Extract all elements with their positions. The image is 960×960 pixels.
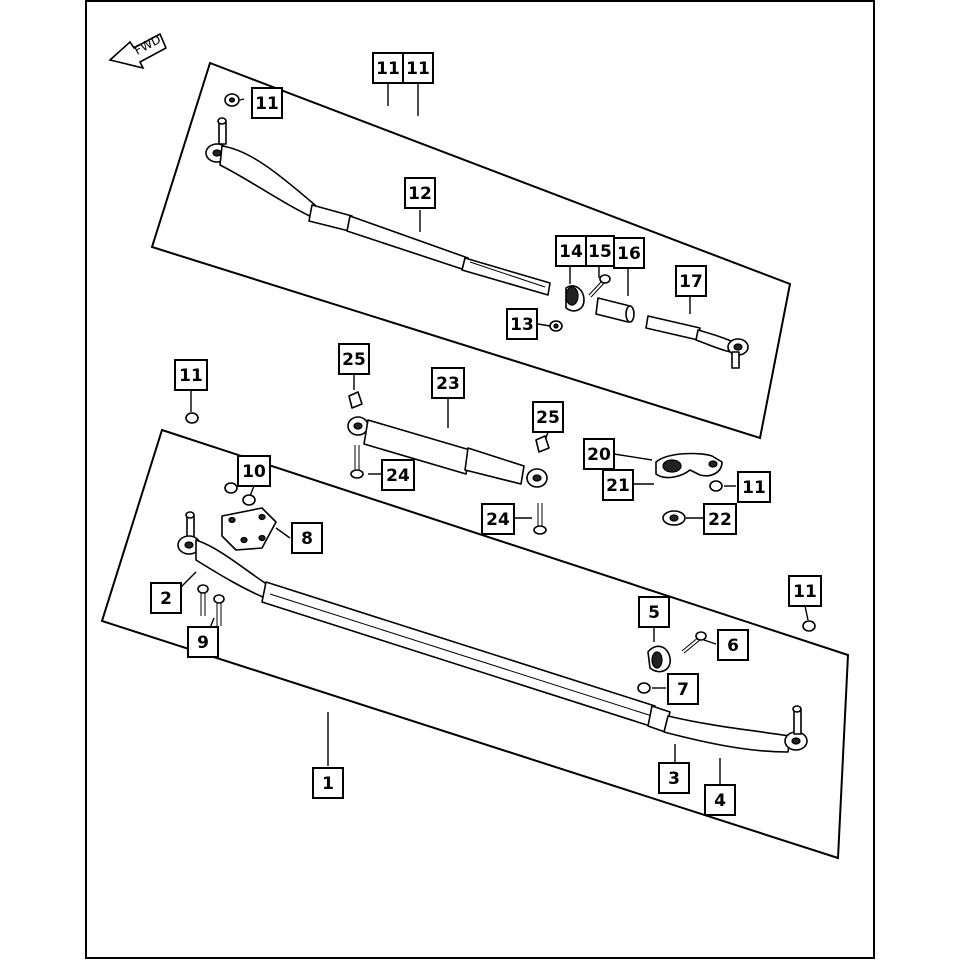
callout-7: 7 (667, 673, 699, 705)
upper-left-stud (218, 121, 227, 145)
callout-2: 2 (150, 582, 182, 614)
callout-13: 11 (402, 52, 434, 84)
callout-8: 8 (291, 522, 323, 554)
callout-9: 9 (187, 626, 219, 658)
svg-text:5: 5 (648, 603, 660, 623)
callout-11-upper: 11 (251, 87, 283, 119)
svg-text:2: 2 (160, 589, 172, 609)
fwd-arrow: FWD (108, 32, 168, 70)
svg-text:16: 16 (617, 244, 641, 264)
lower-main-frame (100, 428, 850, 860)
svg-text:11: 11 (179, 366, 203, 386)
svg-text:3: 3 (668, 769, 680, 789)
callout-17: 15 (585, 235, 615, 267)
svg-text:4: 4 (714, 791, 726, 811)
damper-clip-left (348, 391, 363, 409)
svg-text:11: 11 (406, 59, 430, 79)
callout-1: 1 (312, 767, 344, 799)
leader-lines (179, 84, 809, 784)
steering-damper-assembly (347, 391, 550, 535)
damper-bracket (655, 452, 723, 479)
svg-text:20: 20 (587, 445, 611, 465)
svg-text:21: 21 (606, 476, 630, 496)
callout-3: 3 (658, 762, 690, 794)
upper-arm (219, 145, 319, 221)
svg-text:9: 9 (197, 633, 209, 653)
svg-text:13: 13 (510, 315, 534, 335)
svg-text:11: 11 (742, 478, 766, 498)
callout-5: 5 (638, 596, 670, 628)
upper-inset-frame (150, 61, 792, 440)
upper-tube (346, 215, 469, 271)
damper-clip-right (535, 435, 550, 453)
svg-text:11: 11 (255, 94, 279, 114)
callout-11-bracket: 11 (737, 471, 771, 503)
callout-23: 23 (431, 367, 465, 399)
svg-text:11: 11 (793, 582, 817, 602)
svg-text:23: 23 (436, 374, 460, 394)
svg-text:25: 25 (536, 408, 560, 428)
callout-11-middle: 11 (174, 359, 208, 391)
callout-4: 4 (704, 784, 736, 816)
upper-right-rod-end (645, 315, 701, 341)
outer-border (85, 0, 875, 959)
callout-19: 17 (675, 265, 707, 297)
callout-24-right: 24 (481, 503, 515, 535)
svg-text:11: 11 (376, 59, 400, 79)
callout-18: 16 (613, 237, 645, 269)
svg-text:10: 10 (242, 462, 266, 482)
callout-6: 6 (717, 629, 749, 661)
callout-10: 10 (237, 455, 271, 487)
upper-sleeve (595, 297, 631, 323)
callout-14: 12 (404, 177, 436, 209)
lower-clamp-nut (637, 682, 651, 694)
callout-24-left: 24 (381, 459, 415, 491)
svg-text:6: 6 (727, 636, 739, 656)
lower-drag-link-assembly (177, 482, 808, 753)
mounting-plate (221, 507, 277, 551)
bracket-nut-11 (709, 480, 723, 492)
plate-nut-a (224, 482, 238, 494)
callout-20: 20 (583, 438, 615, 470)
lower-right-arm (663, 715, 791, 753)
svg-text:22: 22 (708, 510, 732, 530)
svg-text:7: 7 (677, 680, 689, 700)
svg-text:24: 24 (386, 466, 410, 486)
svg-text:25: 25 (342, 350, 366, 370)
lower-right-nut-11 (802, 620, 816, 632)
svg-text:8: 8 (301, 529, 313, 549)
callout-11-lower: 11 (788, 575, 822, 607)
svg-text:24: 24 (486, 510, 510, 530)
callout-25-left: 25 (338, 343, 370, 375)
svg-text:15: 15 (588, 242, 612, 262)
callout-21: 21 (602, 469, 634, 501)
callout-25-right: 25 (532, 401, 564, 433)
callout-12: 11 (372, 52, 404, 84)
damper-body (363, 419, 471, 475)
upper-tie-rod-assembly (205, 117, 749, 369)
svg-text:14: 14 (559, 242, 583, 262)
callout-15: 13 (506, 308, 538, 340)
svg-text:1: 1 (322, 774, 334, 794)
callout-22: 22 (703, 503, 737, 535)
svg-text:12: 12 (408, 184, 432, 204)
svg-text:17: 17 (679, 272, 703, 292)
plate-nut-b (242, 494, 256, 506)
middle-nut-11 (185, 412, 199, 424)
callout-16: 14 (555, 235, 587, 267)
